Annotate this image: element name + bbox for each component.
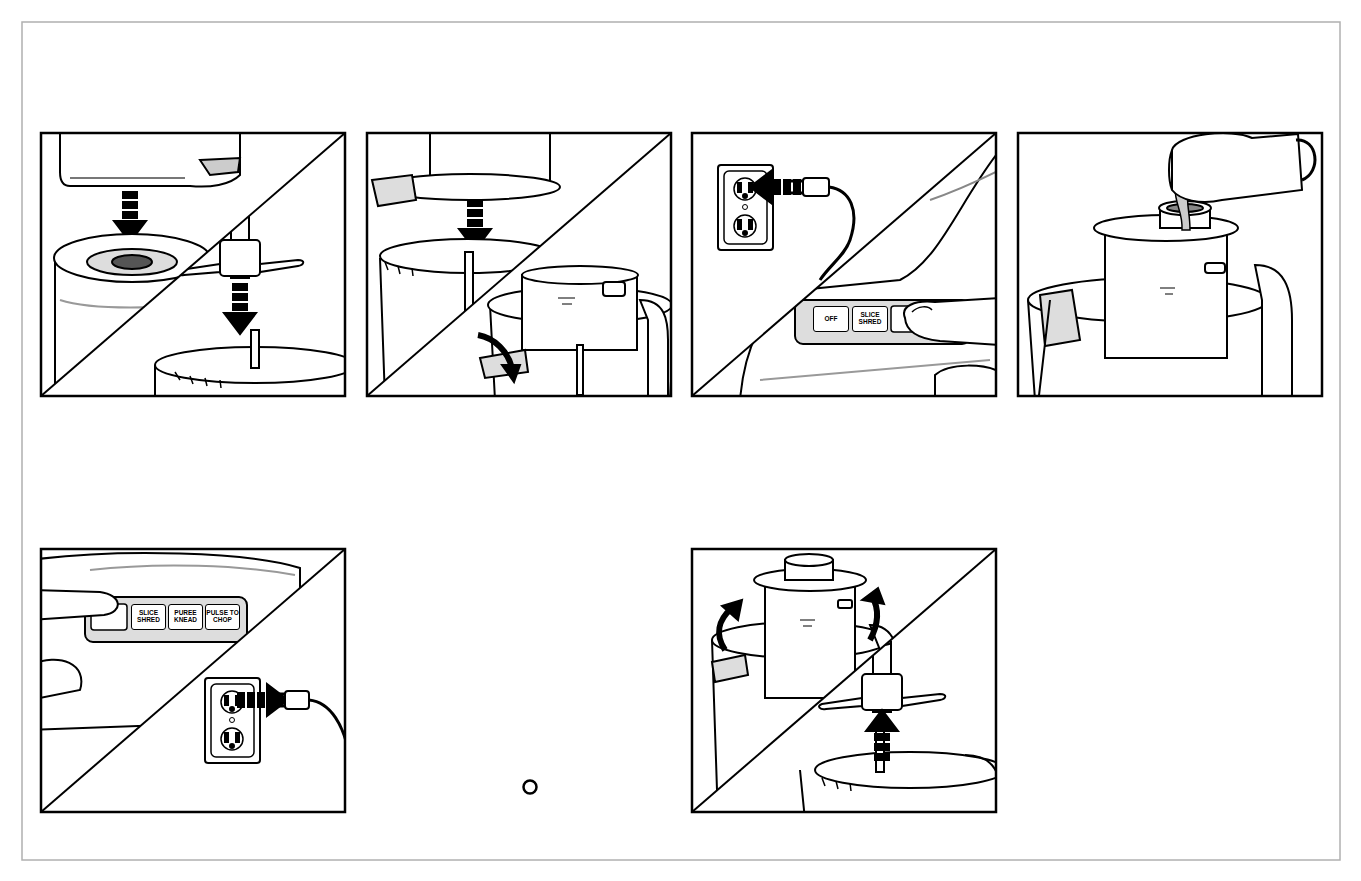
step-panel: [1018, 133, 1322, 430]
step-panel: [30, 660, 81, 700]
step-panel: [1205, 263, 1225, 273]
step-panel: [1255, 265, 1292, 396]
button-label: PULSE TO CHOP: [206, 610, 239, 624]
step-panel: [930, 170, 1000, 200]
step-panel: [30, 549, 350, 812]
step-panel: [41, 133, 345, 396]
step-panel: [692, 133, 996, 396]
step-panel: [790, 181, 803, 193]
step-panel: [90, 565, 295, 575]
control-button: PULSE TO CHOP: [205, 604, 240, 630]
step-panel: [1172, 133, 1302, 202]
control-button: PUREE KNEAD: [168, 604, 203, 630]
step-panel: [785, 554, 833, 566]
step-panel: [478, 335, 512, 368]
step-panel: [765, 580, 855, 698]
step-panel: [1018, 133, 1322, 396]
step-panel: [800, 639, 1005, 820]
step-panel: [205, 678, 350, 763]
control-button: SLICE SHRED: [852, 306, 888, 332]
step-panel: [60, 120, 240, 187]
step-panel: [41, 120, 355, 400]
step-panel: [41, 549, 345, 812]
step-panel: [819, 639, 945, 712]
step-panel: [692, 549, 1005, 820]
step-panel: [1035, 290, 1080, 396]
step-panel: [722, 600, 742, 620]
step-panel: [740, 150, 1000, 400]
step-panel: [800, 620, 815, 626]
step-panel: [367, 133, 671, 396]
step-panel: [815, 752, 1005, 788]
step-panel: [640, 300, 668, 400]
step-panel: [238, 684, 288, 716]
control-button: OFF: [813, 306, 849, 332]
step-panel: [750, 171, 800, 203]
step-panel: [740, 150, 1000, 400]
control-button: SLICE SHRED: [131, 604, 166, 630]
step-panel: [251, 330, 259, 368]
step-panel: [30, 590, 118, 620]
step-panel: [862, 588, 884, 604]
step-panel: [155, 205, 355, 400]
symbol-circle: [524, 781, 537, 794]
step-panel: [205, 678, 260, 763]
page-frame: [22, 22, 1340, 860]
step-panel: [177, 205, 303, 278]
step-panel: [70, 177, 185, 179]
step-panel: [372, 175, 416, 206]
step-panel: [200, 158, 240, 175]
step-panel: [1028, 133, 1315, 396]
step-panel: [367, 133, 671, 396]
step-panel: [502, 365, 520, 382]
step-panel: [41, 133, 345, 396]
step-panel: [692, 133, 1000, 400]
step-panel: [912, 307, 932, 312]
step-panel: [822, 778, 851, 791]
step-panel: [60, 300, 205, 308]
button-label: SLICE SHRED: [853, 312, 887, 326]
step-panel: [478, 266, 675, 400]
step-panel: [692, 549, 996, 812]
step-panel: [577, 345, 583, 395]
step-panel: [692, 133, 996, 396]
step-panel: [692, 549, 996, 812]
step-panel: [1105, 228, 1227, 358]
button-label: PUREE KNEAD: [169, 610, 202, 624]
step-panel: [41, 549, 345, 812]
step-panel: [1296, 140, 1315, 180]
step-panel: [175, 372, 221, 388]
step-panel: [1160, 288, 1175, 294]
step-panel: [274, 694, 285, 706]
button-label: OFF: [825, 316, 838, 323]
step-panel: [718, 165, 854, 280]
step-panel: [838, 600, 852, 608]
button-label: SLICE SHRED: [132, 610, 165, 624]
step-panel: [522, 275, 637, 350]
step-panel: [803, 178, 829, 196]
step-panel: [712, 655, 748, 682]
step-panel: [558, 298, 575, 304]
step-panel: [87, 249, 177, 275]
step-panel: [603, 282, 625, 296]
step-panel: [224, 284, 256, 334]
step-panel: [367, 120, 675, 400]
step-panel: [112, 255, 152, 269]
step-panel: [465, 252, 473, 312]
step-panel: [1169, 150, 1172, 190]
step-panel: [820, 187, 854, 280]
step-panel: [904, 298, 1000, 345]
step-panel: [866, 710, 898, 760]
step-panel: [285, 691, 309, 709]
step-panel: [385, 262, 413, 276]
